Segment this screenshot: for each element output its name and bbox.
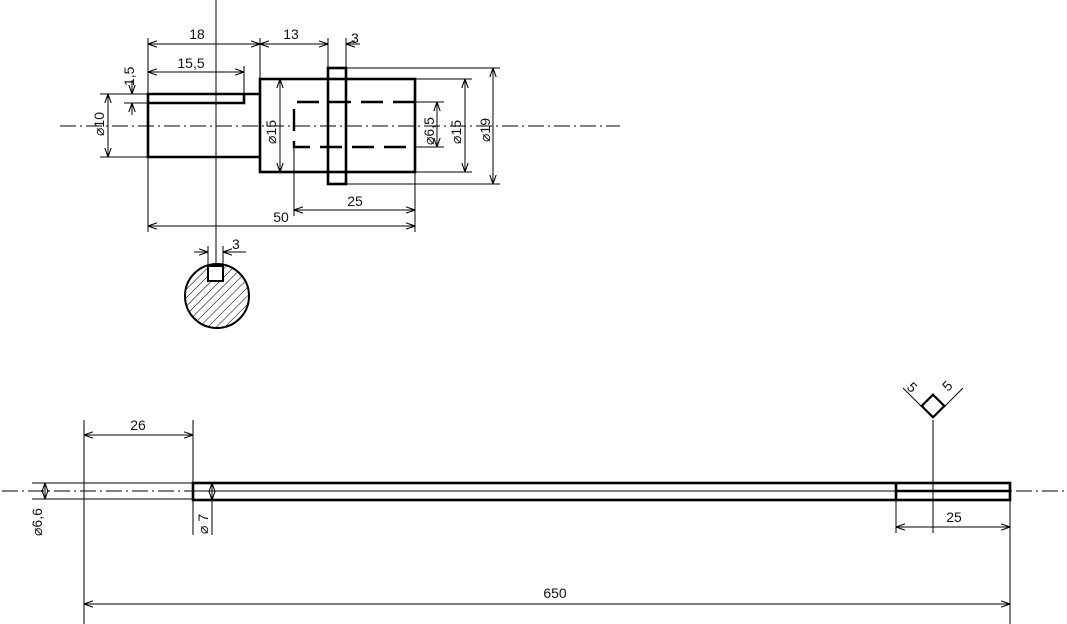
dim-label-18: 18 <box>189 26 205 42</box>
dim-label-dia-7: ⌀ 7 <box>195 514 211 534</box>
keyway-outline <box>148 94 246 105</box>
dim-label-25: 25 <box>347 193 363 209</box>
dim-label-650: 650 <box>543 585 567 601</box>
rod-thin-section <box>84 482 193 500</box>
rod-view: 26 ⌀6,6 ⌀ 7 5 5 25 650 <box>2 377 1067 624</box>
shaft-small-step <box>146 92 260 159</box>
square-dim-line-b <box>944 387 964 407</box>
dim-label-dia-6-6: ⌀6,6 <box>29 508 45 536</box>
shaft-middle-step <box>258 77 417 174</box>
square-dim-line-a <box>902 387 922 407</box>
dim-label-50: 50 <box>273 209 289 225</box>
dim-label-rod-25: 25 <box>946 509 962 525</box>
section-view: 3 <box>184 236 250 329</box>
dim-label-dia-19: ⌀19 <box>477 118 493 142</box>
shaft-view: 18 13 3 15,5 1,5 ⌀10 ⌀15 ⌀6,5 <box>60 0 620 268</box>
dim-label-key-3: 3 <box>232 236 240 252</box>
dim-label-1-5: 1,5 <box>121 66 137 86</box>
dim-label-dia-15-left: ⌀15 <box>263 120 279 144</box>
dim-label-square-5-b: 5 <box>939 377 956 394</box>
section-circle <box>184 263 250 329</box>
dim-label-dia-10: ⌀10 <box>91 112 107 136</box>
dim-label-square-5-a: 5 <box>904 379 921 396</box>
square-section <box>920 393 946 419</box>
dim-label-dia-15-right: ⌀15 <box>448 120 464 144</box>
dim-label-13: 13 <box>283 26 299 42</box>
dim-label-3-collar: 3 <box>351 30 359 46</box>
hidden-bore <box>292 100 415 149</box>
shaft-collar <box>326 66 348 186</box>
dim-label-dia-6-5: ⌀6,5 <box>421 117 437 145</box>
keyway-slot <box>207 265 224 282</box>
dim-label-26: 26 <box>130 417 146 433</box>
dim-label-15-5: 15,5 <box>177 55 204 71</box>
